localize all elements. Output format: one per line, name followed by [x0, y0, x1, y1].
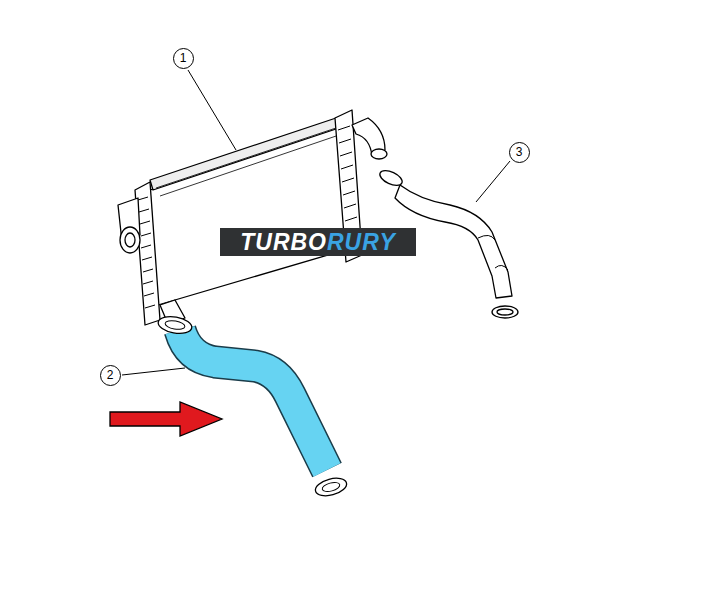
callout-circle: 2: [100, 365, 121, 386]
right-port-end: [371, 149, 387, 159]
leader-line: [188, 70, 236, 150]
hose-clamp: [378, 167, 405, 188]
callout-circle: 1: [173, 48, 194, 69]
pointer-arrow: [110, 402, 222, 436]
hose-clamp-inner: [497, 309, 513, 315]
left-port-inner: [125, 233, 135, 247]
intercooler: [118, 110, 387, 325]
callout-circle: 3: [509, 142, 530, 163]
left-port: [120, 227, 140, 253]
watermark-band: TURBORURY: [220, 228, 416, 256]
leader-line: [122, 368, 185, 375]
hose-body: [180, 330, 327, 470]
hose-clamp-inner: [164, 319, 185, 330]
core-line: [156, 126, 342, 196]
callout-number: 3: [516, 146, 523, 158]
hose-outline: [180, 330, 327, 470]
hose-clamp: [492, 306, 518, 318]
tank-ribs: [138, 197, 155, 308]
callout-number: 1: [180, 52, 187, 64]
hose-clamp: [313, 475, 348, 499]
hose-clamp-inner: [321, 481, 340, 493]
hose-crease: [478, 235, 508, 270]
watermark-text: RURY: [327, 230, 396, 254]
intercooler-rail: [150, 115, 348, 190]
watermark-text: TURBO: [240, 230, 327, 254]
hose-clamp: [157, 314, 193, 336]
leader-line: [476, 161, 510, 202]
leader-lines: [122, 70, 510, 375]
callout-number: 2: [107, 369, 114, 381]
